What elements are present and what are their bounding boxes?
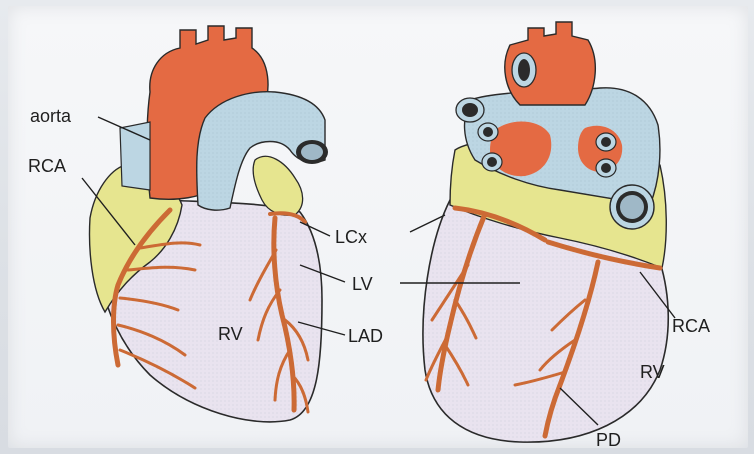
label-rv-posterior: RV [640, 362, 665, 382]
label-rca-anterior: RCA [28, 156, 66, 176]
label-pd: PD [596, 430, 621, 450]
label-rca-posterior: RCA [672, 316, 710, 336]
anterior-heart [90, 26, 328, 422]
label-aorta: aorta [30, 106, 72, 126]
vena-cava [120, 122, 150, 190]
label-rv-anterior: RV [218, 324, 243, 344]
posterior-heart [423, 22, 668, 442]
label-lv: LV [352, 274, 373, 294]
label-lcx: LCx [335, 227, 367, 247]
label-lad: LAD [348, 326, 383, 346]
